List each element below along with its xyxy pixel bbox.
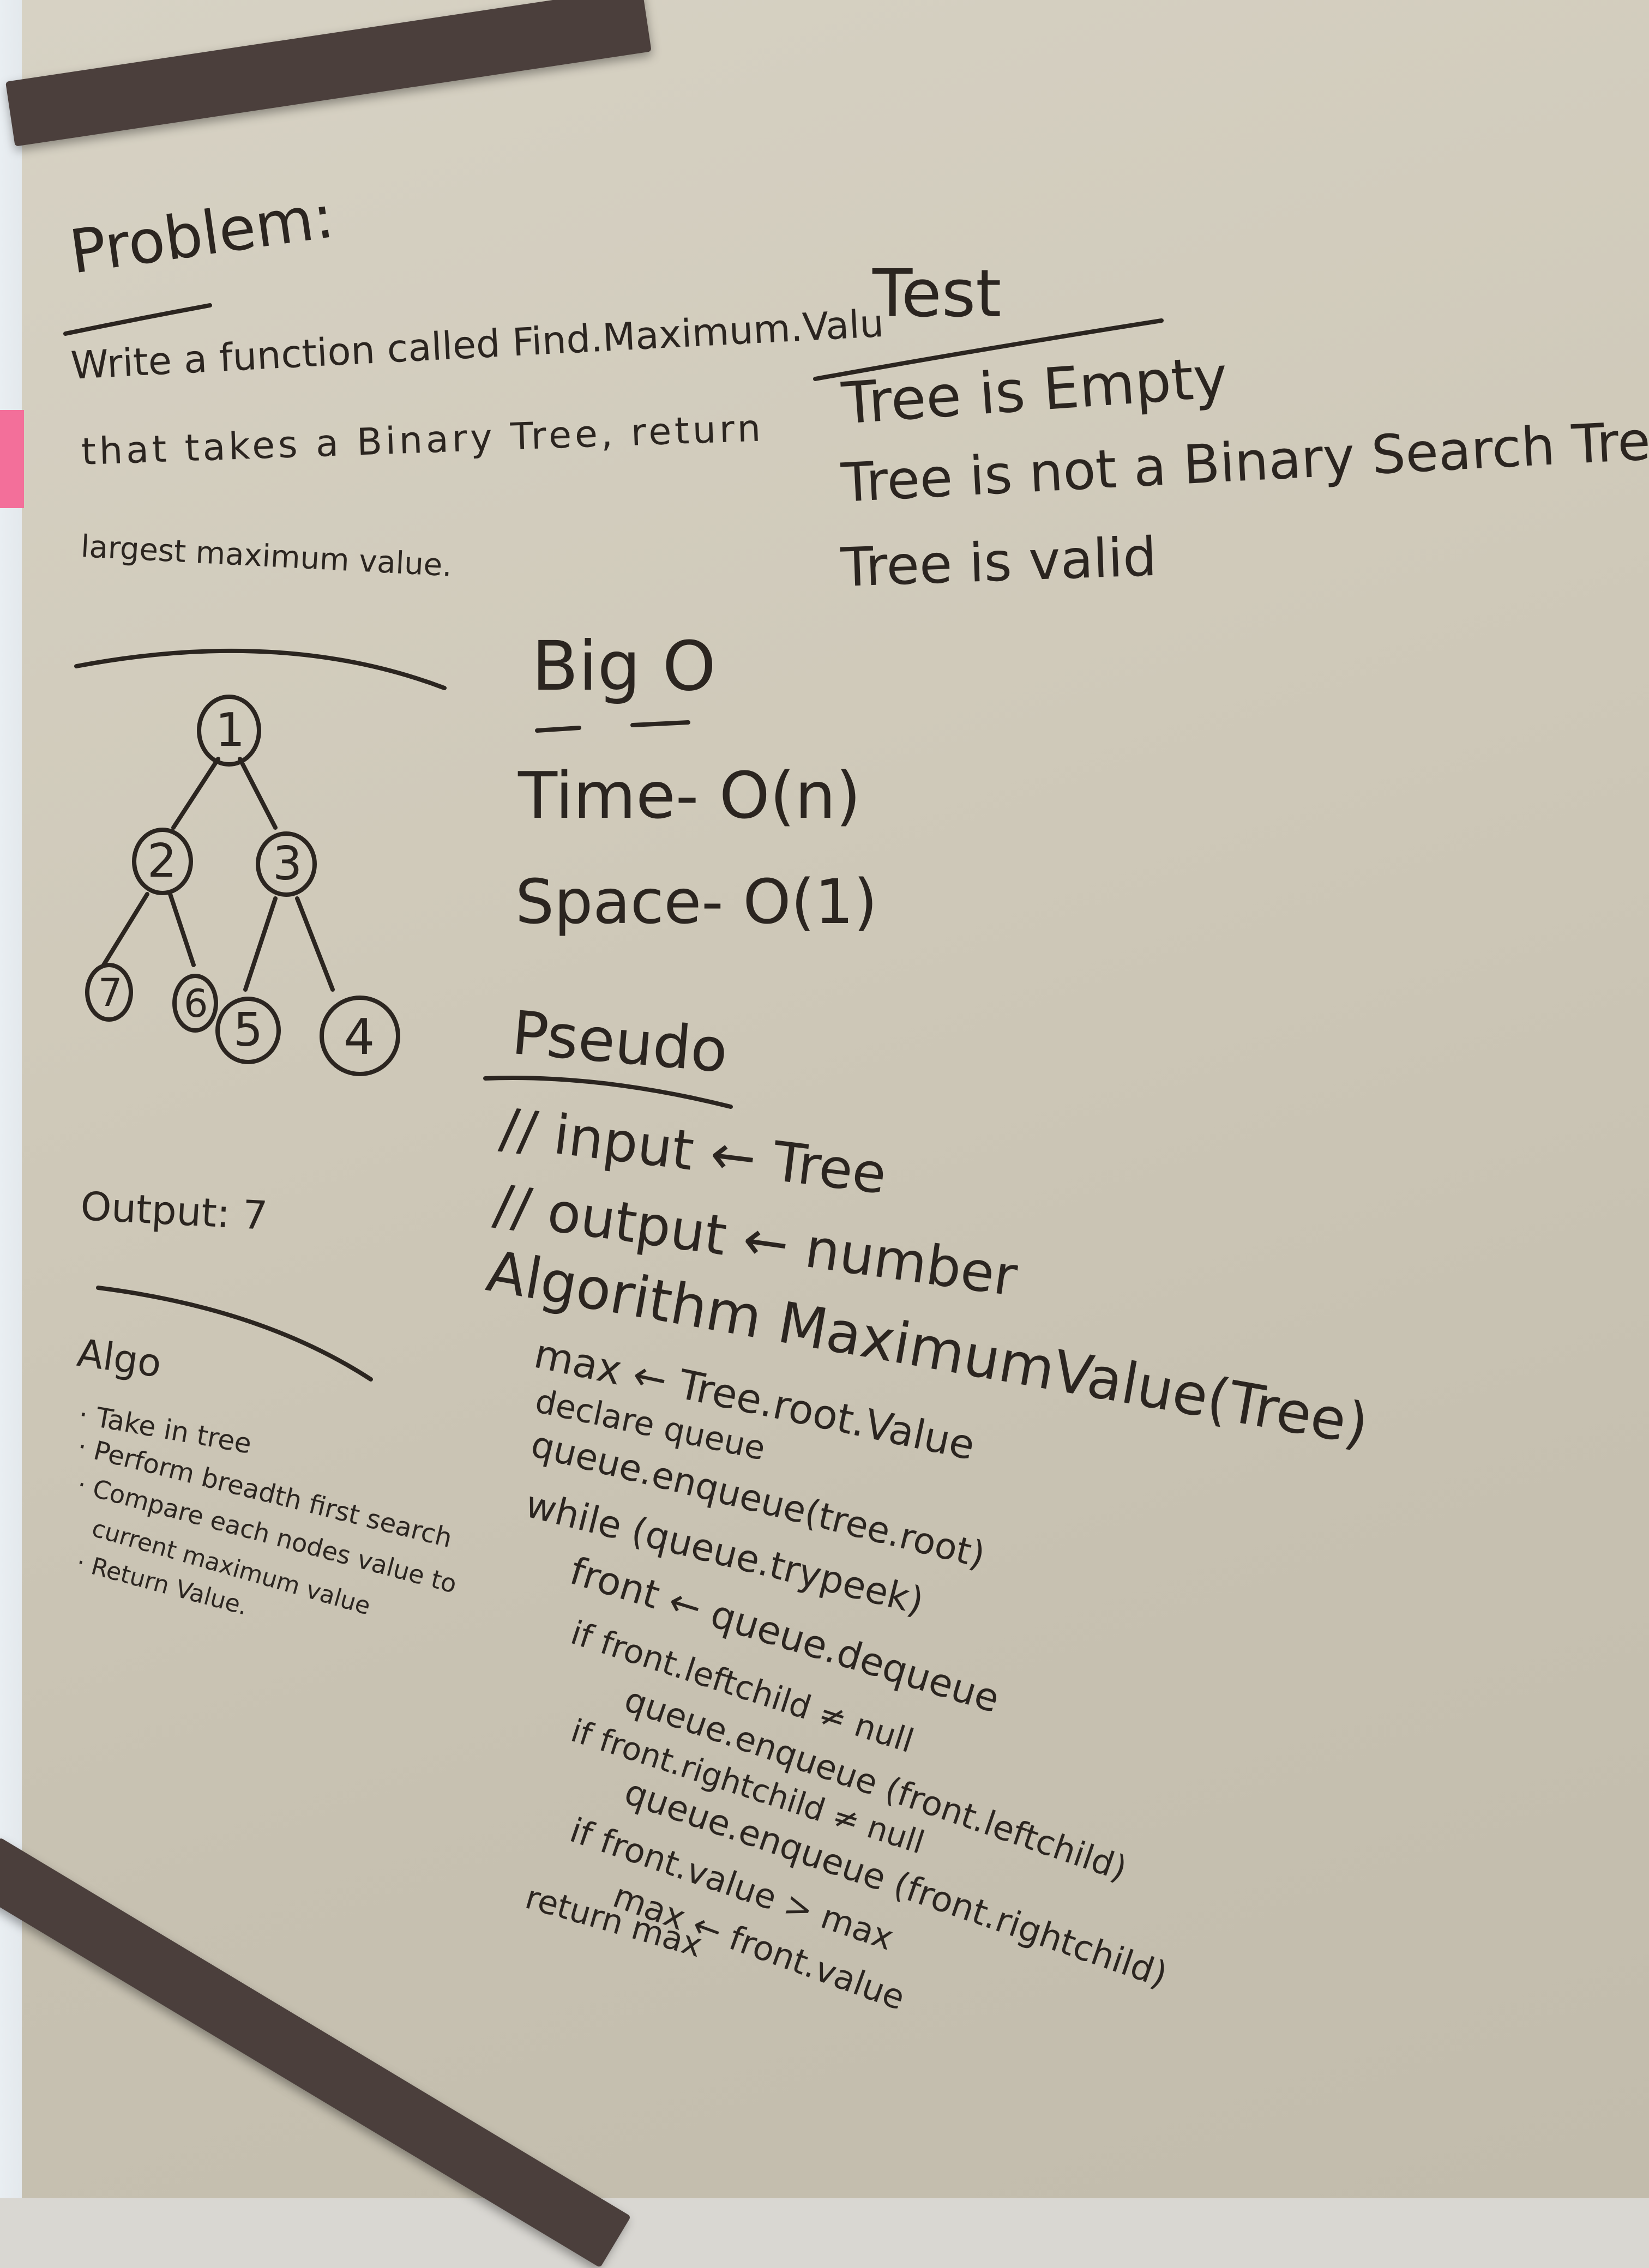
problem-underline bbox=[63, 303, 212, 336]
big-o-underline bbox=[535, 720, 690, 733]
tree-edge bbox=[295, 896, 335, 992]
test-underline bbox=[813, 318, 1164, 381]
tree-node-label: 2 bbox=[147, 834, 177, 888]
tree-edge bbox=[171, 757, 220, 830]
tree-node-circle bbox=[215, 997, 281, 1064]
tree-node-circle bbox=[256, 831, 317, 897]
tree-node-circle bbox=[197, 695, 261, 767]
tree-node-label: 4 bbox=[344, 1009, 375, 1066]
tree-node-label: 7 bbox=[98, 970, 123, 1015]
tree-node-label: 6 bbox=[184, 981, 208, 1026]
tree-node-label: 1 bbox=[215, 703, 245, 757]
tree-edge bbox=[168, 892, 196, 967]
whiteboard-drawing bbox=[63, 303, 1164, 1382]
divider-top bbox=[74, 648, 447, 690]
tree-edge bbox=[101, 892, 149, 967]
test-item: Tree is valid bbox=[840, 526, 1158, 599]
divider-algo bbox=[96, 1286, 373, 1382]
pseudo-underline bbox=[483, 1076, 733, 1109]
output-label: Output: 7 bbox=[79, 1183, 269, 1239]
big-o-heading: Big O bbox=[532, 627, 716, 706]
tree-edge bbox=[238, 757, 278, 830]
tree-node-circle bbox=[172, 974, 218, 1033]
whiteboard bbox=[22, 0, 1649, 2198]
tree-node-circle bbox=[320, 996, 400, 1076]
big-o-space: Space- O(1) bbox=[515, 867, 878, 938]
big-o-time: Time- O(n) bbox=[518, 758, 861, 833]
tree-edge bbox=[243, 896, 278, 992]
test-heading: Test bbox=[872, 256, 1002, 332]
tree-node-circle bbox=[132, 828, 193, 895]
tree-node-label: 5 bbox=[233, 1003, 263, 1057]
sticky-note bbox=[0, 410, 24, 508]
tree-node-circle bbox=[85, 963, 133, 1022]
tree-node-label: 3 bbox=[273, 837, 303, 891]
